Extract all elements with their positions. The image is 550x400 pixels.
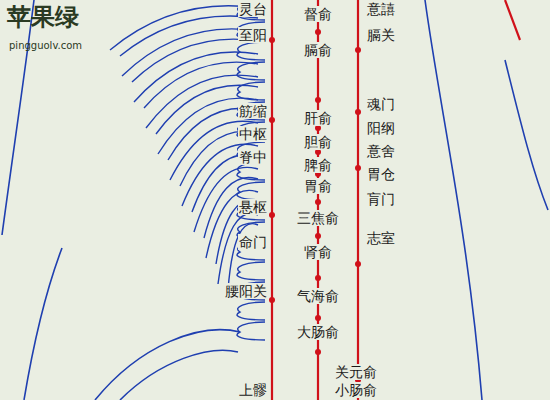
point-name: 脾俞 [303, 157, 333, 173]
pelvis-outline [120, 350, 238, 400]
ribs [110, 6, 258, 290]
point-name: 胃俞 [303, 178, 333, 194]
point-name: 灵台 [238, 1, 268, 17]
acupoint-dot [355, 165, 361, 171]
acupoint-dot [315, 315, 321, 321]
point-name: 膈俞 [303, 42, 333, 58]
point-name: 腰阳关 [224, 283, 268, 299]
right-side-outline [425, 0, 482, 400]
pelvis-outline [95, 330, 240, 400]
point-name: 三焦俞 [296, 210, 340, 226]
point-name: 命门 [238, 234, 268, 250]
acupoint-dot [269, 212, 275, 218]
point-name: 膈关 [366, 27, 396, 43]
meridian-lines [272, 0, 520, 400]
acupoint-dot [355, 47, 361, 53]
point-name: 魂门 [366, 96, 396, 112]
right-arm-outline [505, 60, 548, 210]
acupoint-dot [269, 297, 275, 303]
point-name: 脊中 [238, 149, 268, 165]
acupoint-dot [315, 29, 321, 35]
bladder-outer-line [357, 0, 359, 400]
acupoint-dot [315, 275, 321, 281]
watermark: pingguolv.com [8, 40, 83, 52]
watermark: 苹果绿 [6, 4, 80, 30]
point-name: 督俞 [303, 6, 333, 22]
vertebra [237, 322, 265, 340]
vertebra [237, 42, 265, 60]
vertebra [237, 262, 265, 280]
point-name: 悬枢 [238, 199, 268, 215]
acupoint-dot [269, 37, 275, 43]
vertebra [237, 302, 265, 320]
point-name: 小肠俞 [334, 382, 378, 398]
acupoint-dot [315, 233, 321, 239]
point-name: 肝俞 [303, 110, 333, 126]
point-name: 志室 [366, 230, 396, 246]
point-name: 阳纲 [366, 120, 396, 136]
rib [110, 6, 258, 50]
point-name: 胃仓 [366, 166, 396, 182]
acupoint-dot [315, 97, 321, 103]
point-name: 胆俞 [303, 134, 333, 150]
point-name: 至阳 [238, 27, 268, 43]
point-name: 肾俞 [303, 244, 333, 260]
acupoint-dot [269, 117, 275, 123]
left-arm-outline [2, 0, 34, 235]
acupoint-dots [269, 29, 361, 383]
point-name: 关元俞 [334, 364, 378, 380]
point-name: 中枢 [238, 126, 268, 142]
acupoint-dot [315, 199, 321, 205]
acupoint-dot [315, 349, 321, 355]
point-name: 上髎 [238, 382, 268, 398]
acupoint-dot [355, 261, 361, 267]
point-name: 肓门 [366, 191, 396, 207]
vertebra [237, 182, 265, 200]
left-waist-outline [24, 248, 62, 400]
point-name: 大肠俞 [296, 324, 340, 340]
acupoint-dot [355, 109, 361, 115]
meridian-line [505, 0, 520, 40]
vertebra [237, 82, 265, 100]
point-name: 意舍 [366, 143, 396, 159]
point-name: 气海俞 [296, 288, 340, 304]
point-name: 意譆 [366, 1, 396, 17]
point-name: 筋缩 [238, 103, 268, 119]
vertebra [237, 62, 265, 80]
du-meridian-line [271, 0, 273, 400]
rib [146, 75, 258, 128]
